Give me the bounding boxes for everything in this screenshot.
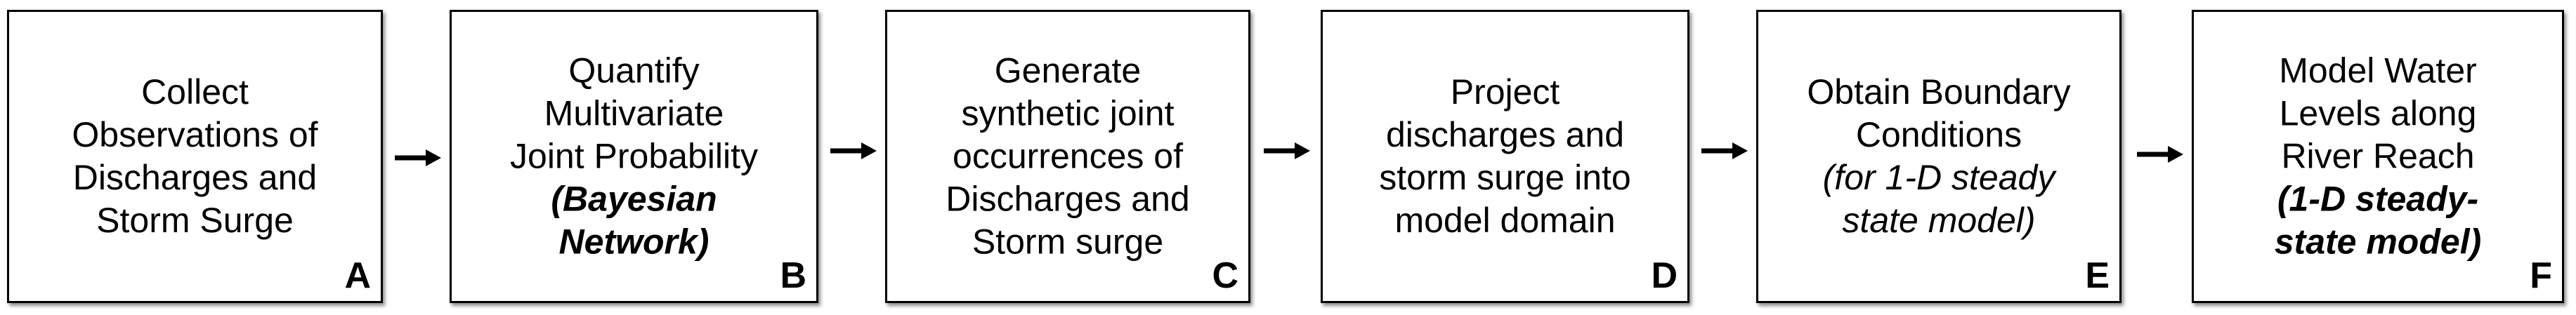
step-f-line: (1-D steady- [2277, 179, 2479, 219]
arrow-right-icon [1701, 142, 1748, 159]
step-box-e: Obtain Boundary Conditions (for 1-D stea… [1756, 10, 2121, 303]
step-a-line: Collect [141, 72, 249, 112]
step-c-line: occurrences of [953, 136, 1183, 176]
step-f-line: Levels along [2279, 93, 2477, 133]
step-f-text: Model Water Levels along River Reach (1-… [2194, 50, 2562, 264]
step-letter-b: B [780, 255, 806, 296]
arrow-right-icon [1264, 142, 1310, 159]
step-box-a: Collect Observations of Discharges and S… [7, 10, 383, 303]
step-b-line: Multivariate [544, 93, 724, 133]
arrow-right-icon [2137, 146, 2183, 163]
step-b-line: Network) [558, 222, 710, 262]
step-b-text: Quantify Multivariate Joint Probability … [452, 50, 816, 264]
arrow-right-icon [395, 149, 441, 166]
step-c-line: Discharges and [946, 179, 1190, 219]
step-f-line: state model) [2274, 222, 2482, 262]
step-letter-d: D [1651, 255, 1678, 296]
step-box-c: Generate synthetic joint occurrences of … [885, 10, 1250, 303]
step-box-b: Quantify Multivariate Joint Probability … [450, 10, 818, 303]
step-c-text: Generate synthetic joint occurrences of … [887, 50, 1248, 264]
step-f-line: Model Water [2279, 51, 2477, 91]
step-e-line: (for 1-D steady [1822, 158, 2055, 197]
step-e-line: Obtain Boundary [1807, 72, 2071, 112]
step-d-line: Project [1450, 72, 1560, 112]
step-f-line: River Reach [2281, 136, 2475, 176]
step-box-f: Model Water Levels along River Reach (1-… [2192, 10, 2564, 303]
step-a-line: Discharges and [72, 158, 318, 197]
step-a-line: Observations of [72, 115, 318, 154]
step-e-text: Obtain Boundary Conditions (for 1-D stea… [1758, 71, 2119, 242]
step-c-line: synthetic joint [961, 93, 1175, 133]
step-d-line: model domain [1394, 201, 1616, 240]
step-a-line: Storm Surge [96, 201, 294, 240]
step-b-line: Quantify [568, 51, 700, 91]
arrow-right-icon [830, 142, 877, 159]
step-box-d: Project discharges and storm surge into … [1321, 10, 1689, 303]
step-a-text: Collect Observations of Discharges and S… [9, 71, 381, 242]
step-letter-a: A [344, 255, 371, 296]
step-c-line: Storm surge [972, 222, 1164, 262]
step-c-line: Generate [994, 51, 1142, 91]
step-letter-e: E [2085, 255, 2110, 296]
step-letter-f: F [2530, 255, 2552, 296]
step-e-line: state model) [1842, 201, 2036, 240]
step-b-line: Joint Probability [510, 136, 758, 176]
step-letter-c: C [1212, 255, 1238, 296]
step-d-line: storm surge into [1379, 158, 1631, 197]
step-d-text: Project discharges and storm surge into … [1323, 71, 1687, 242]
step-d-line: discharges and [1385, 115, 1625, 154]
step-e-line: Conditions [1855, 115, 2022, 154]
step-b-line: (Bayesian [551, 179, 717, 219]
